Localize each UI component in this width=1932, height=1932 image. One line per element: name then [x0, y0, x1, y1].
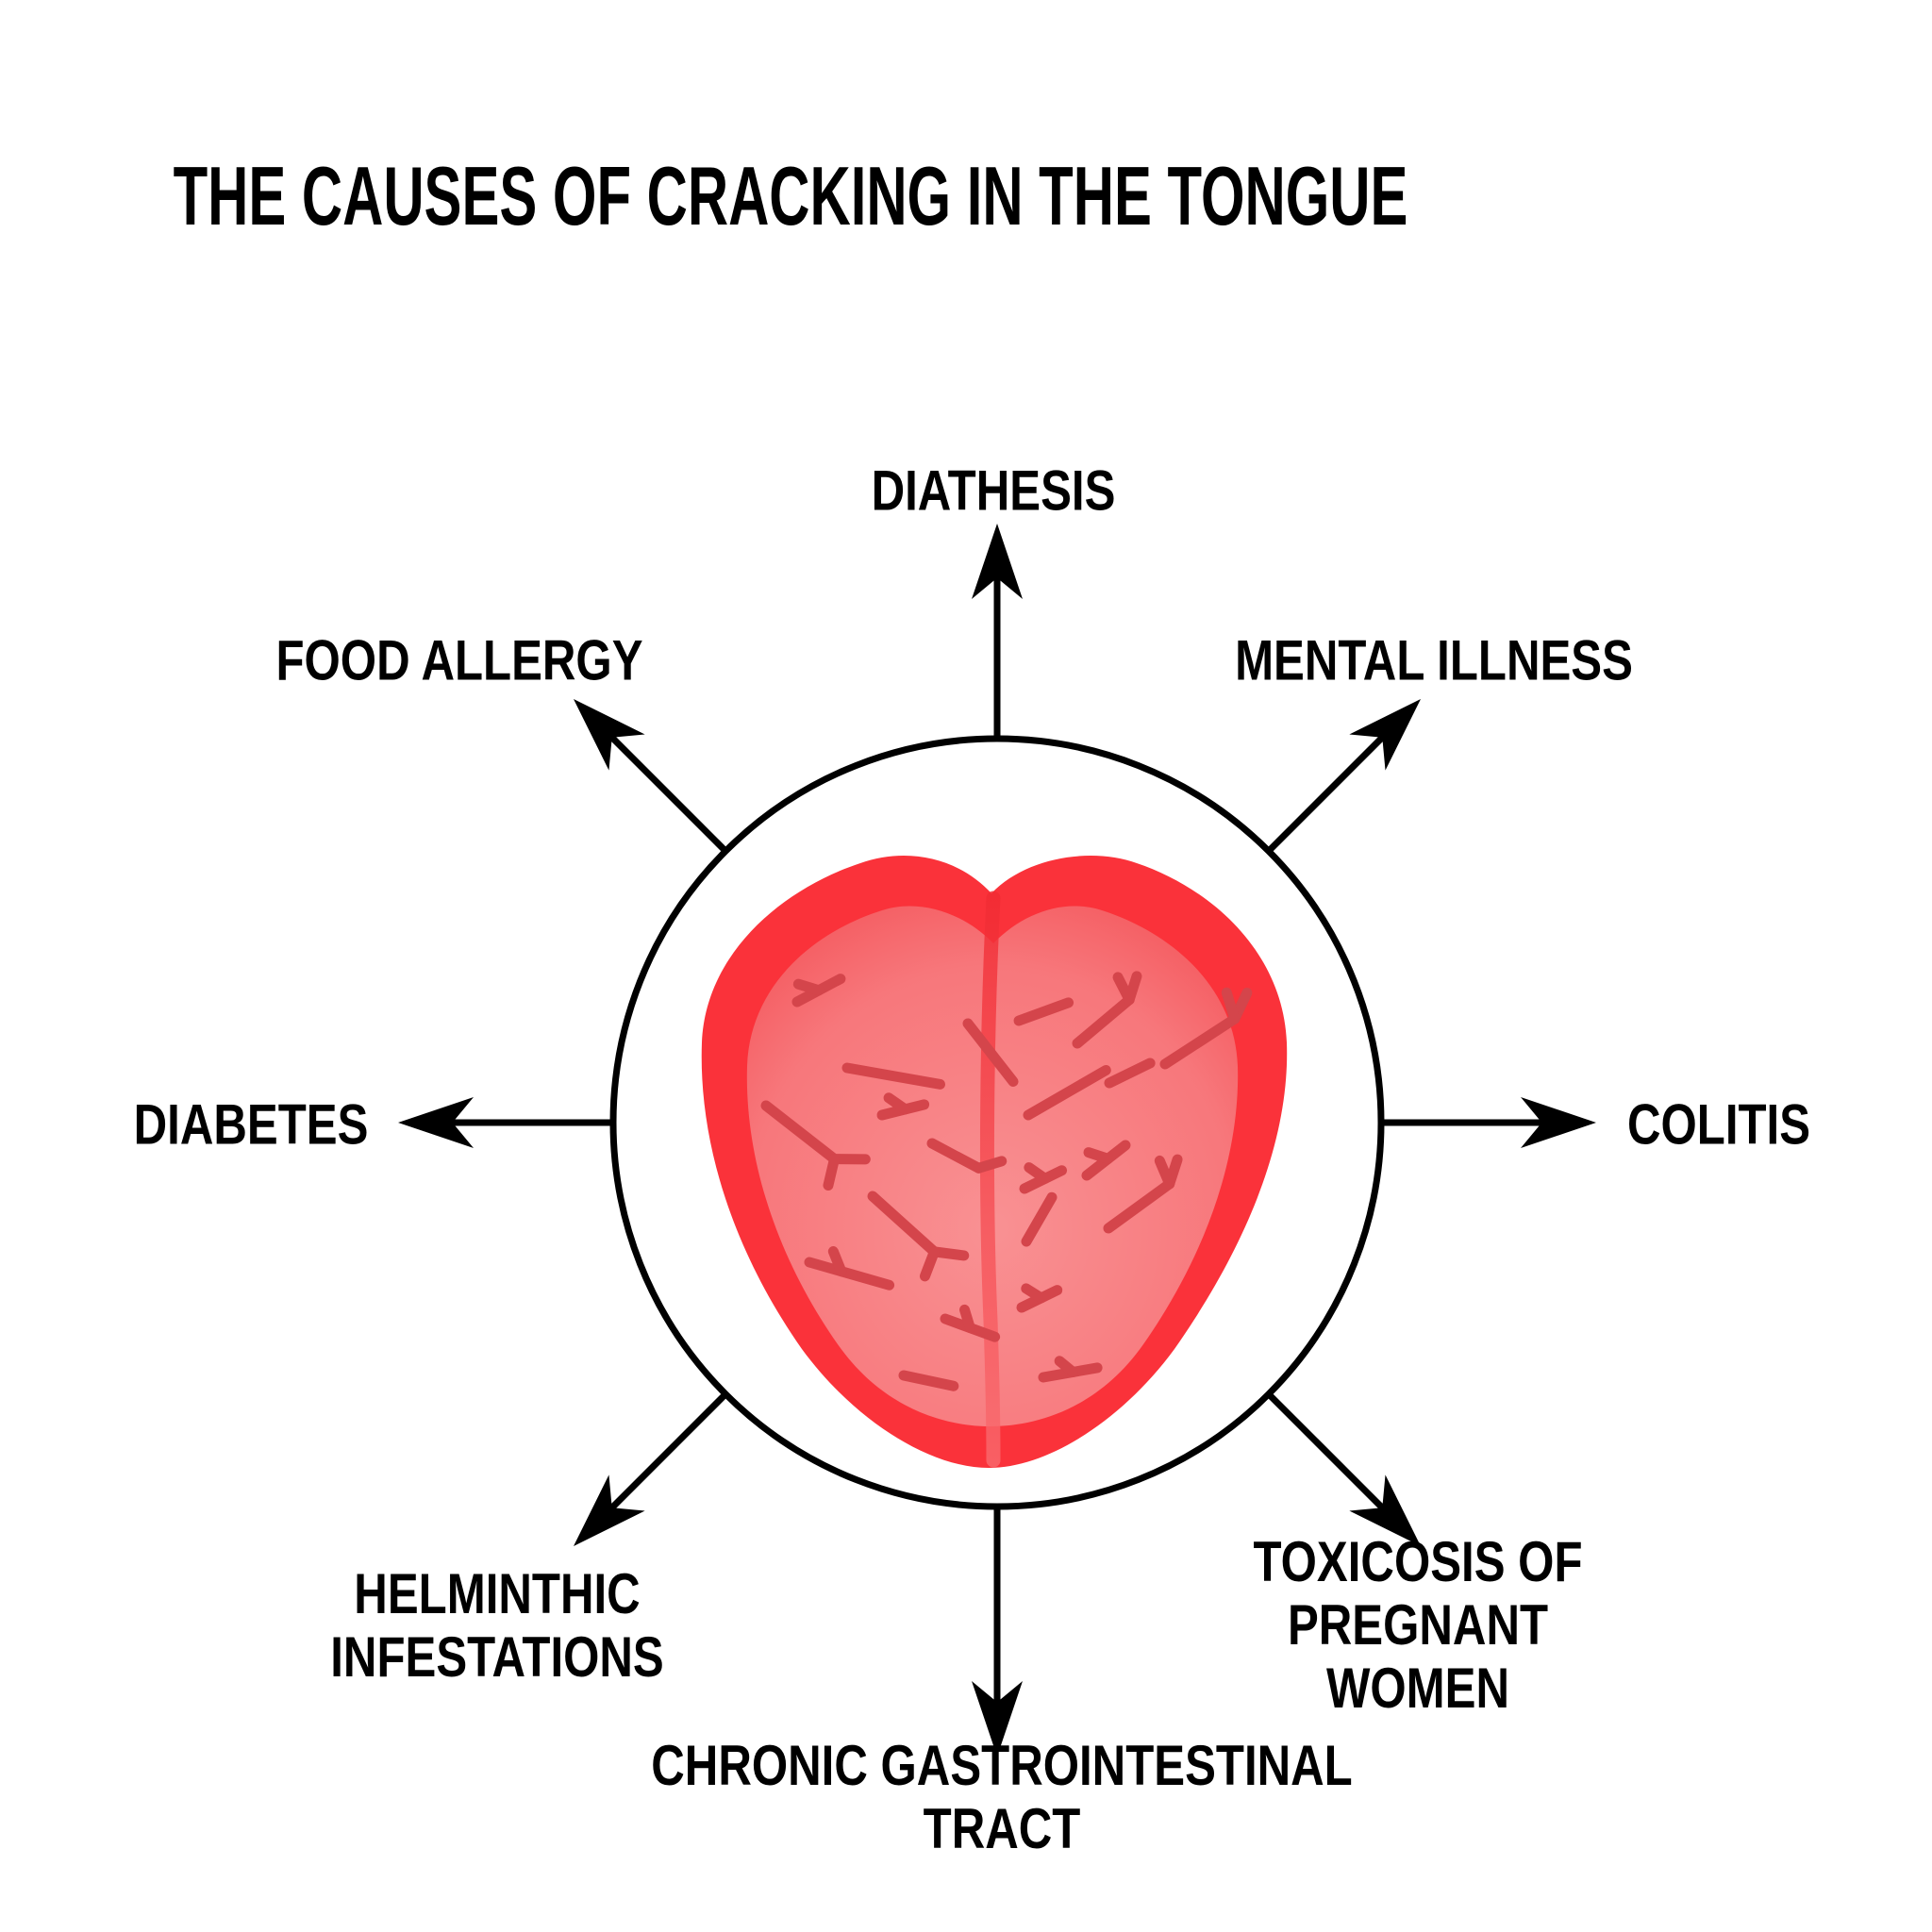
label-colitis: COLITIS [1626, 1092, 1811, 1157]
tongue-crack [926, 1138, 1008, 1174]
tongue-crack [1103, 1154, 1183, 1234]
tongue-midline [979, 891, 1001, 1468]
tongue-crack [1159, 987, 1253, 1070]
tongue-crack [804, 1246, 895, 1291]
arrow-up-left [573, 698, 728, 854]
tongue-crack [1023, 1065, 1111, 1121]
tongue-crack [1013, 997, 1074, 1026]
tongue-crack [1021, 1191, 1058, 1247]
label-diathesis: DIATHESIS [871, 458, 1116, 523]
tongue-crack [898, 1370, 959, 1391]
label-helminthic-infestations: HELMINTHIC INFESTATIONS [330, 1561, 664, 1689]
label-diabetes: DIABETES [133, 1092, 369, 1157]
tongue-crack [940, 1304, 1001, 1342]
tongue-cracks-group [760, 971, 1253, 1391]
label-toxicosis-pregnant-women: TOXICOSIS OF PREGNANT WOMEN [1253, 1530, 1583, 1721]
tongue-crack [1016, 1283, 1063, 1313]
arrow-right [1381, 1097, 1596, 1148]
page-title: THE CAUSES OF CRACKING IN THE TONGUE [173, 149, 1408, 242]
label-food-allergy: FOOD ALLERGY [275, 628, 643, 692]
tongue-crack [841, 1062, 945, 1090]
arrow-left [398, 1097, 613, 1148]
tongue-crack [1019, 1162, 1068, 1194]
arrows-group [398, 524, 1596, 1757]
tongue-crack [1038, 1356, 1103, 1383]
tongue-crack [1104, 1058, 1156, 1089]
label-mental-illness: MENTAL ILLNESS [1235, 628, 1633, 692]
tongue-illustration [701, 856, 1288, 1468]
arrow-up-right [1266, 698, 1422, 854]
tongue-crack [1072, 971, 1142, 1049]
tongue-crack [962, 1018, 1019, 1087]
arrow-down-left [573, 1391, 728, 1547]
label-chronic-gastrointestinal-tract: CHRONIC GASTROINTESTINAL TRACT [651, 1733, 1353, 1860]
arrow-down-right [1266, 1391, 1422, 1547]
tongue-crack [876, 1092, 930, 1121]
tongue-crack [760, 1100, 871, 1191]
arrow-up [972, 524, 1023, 739]
arrow-down [972, 1507, 1023, 1757]
tongue-crack [1081, 1140, 1131, 1181]
tongue-crack [867, 1191, 970, 1282]
tongue-crack [791, 974, 846, 1008]
